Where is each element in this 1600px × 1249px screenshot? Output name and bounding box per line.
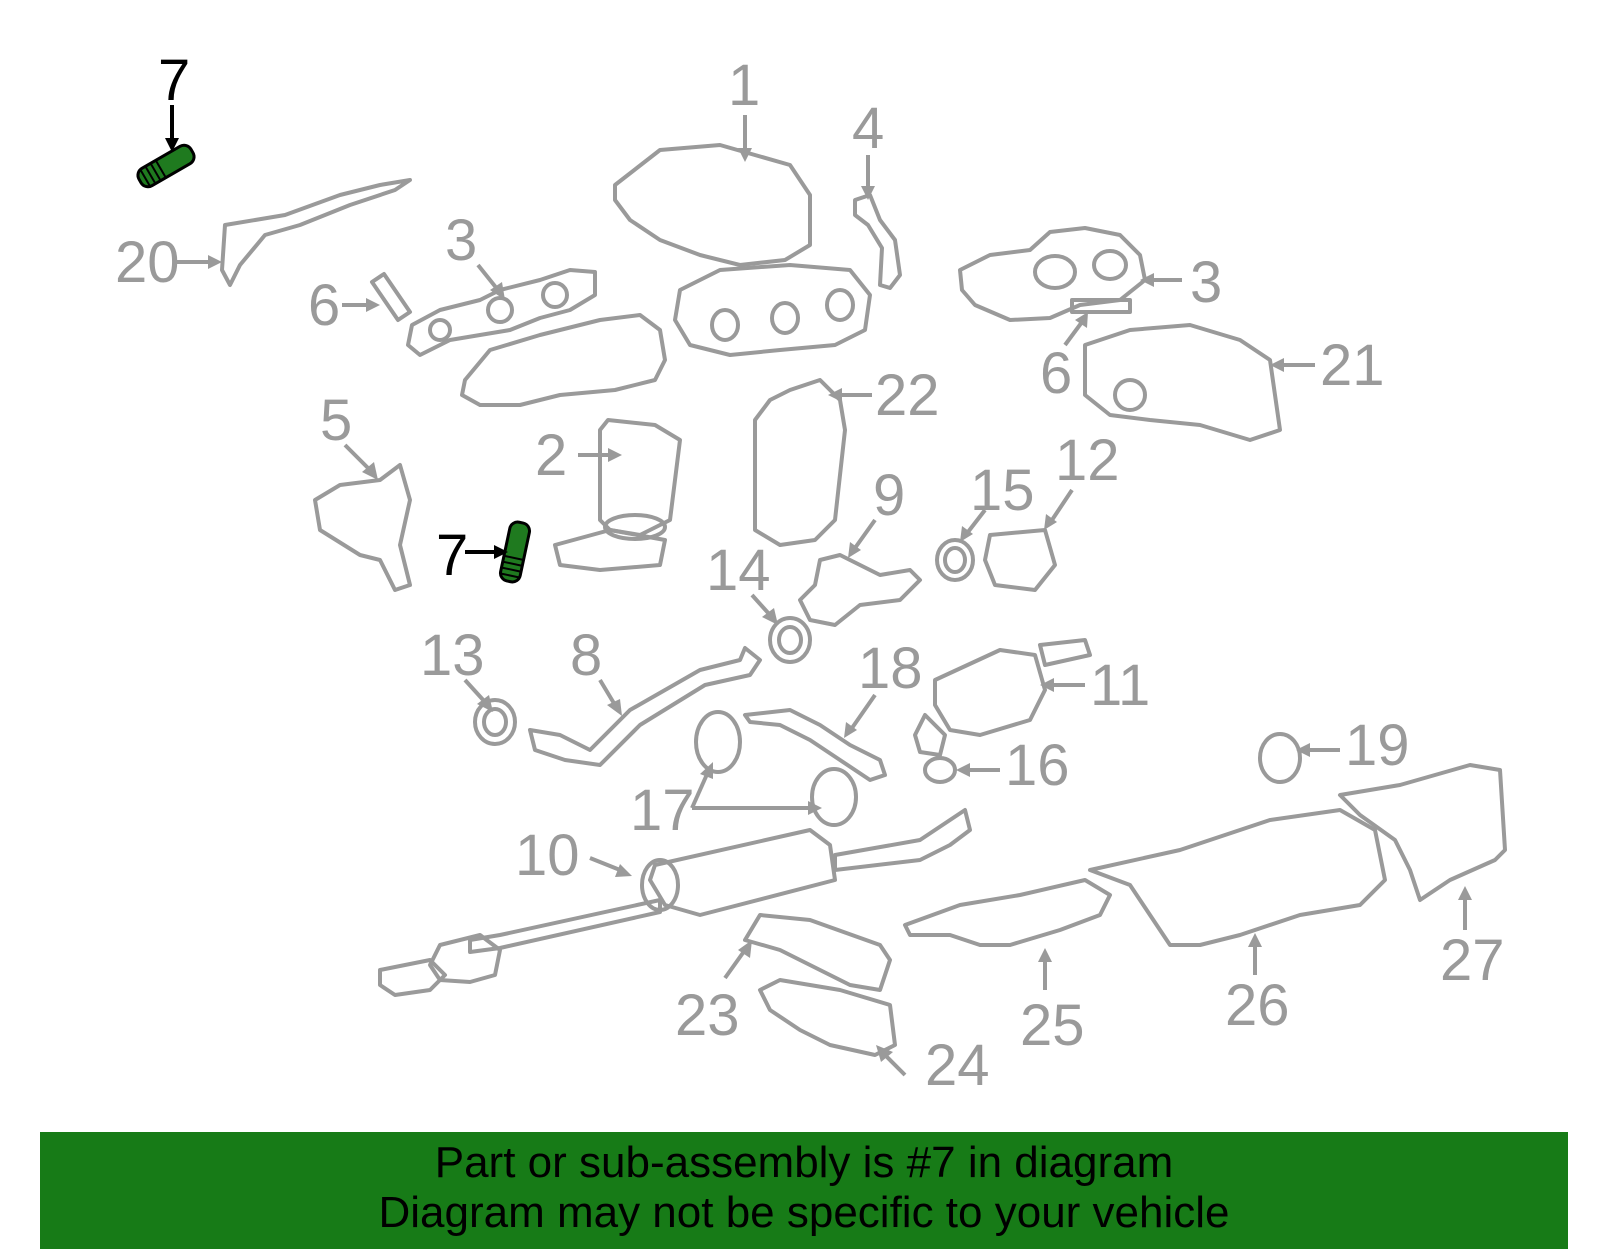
part-14-gasket (768, 616, 812, 664)
callout-24: 24 (925, 1033, 990, 1098)
callout-10: 10 (515, 823, 580, 888)
callout-21: 21 (1320, 333, 1385, 398)
callout-13: 13 (420, 623, 485, 688)
part-17-hanger-upper (694, 710, 742, 774)
part-19-hanger (1258, 732, 1302, 784)
exhaust-parts-diagram: 1 2 3 3 4 5 6 6 7 7 8 9 10 11 12 13 14 1… (115, 48, 1507, 1098)
callout-19: 19 (1345, 713, 1410, 778)
part-13-gasket (473, 698, 517, 746)
callout-3-right: 3 (1190, 250, 1222, 315)
banner-line-2: Diagram may not be specific to your vehi… (378, 1188, 1230, 1237)
callout-5: 5 (320, 388, 352, 453)
callout-23: 23 (675, 983, 740, 1048)
callout-1: 1 (728, 53, 760, 118)
callout-3-left: 3 (445, 208, 477, 273)
callout-26: 26 (1225, 973, 1290, 1038)
part-26-heat-insulator (1088, 808, 1387, 947)
callout-16: 16 (1005, 733, 1070, 798)
part-6-stud-left (370, 272, 412, 322)
part-5-bracket (313, 463, 412, 592)
part-18-sensor (743, 708, 887, 782)
callout-7-lower: 7 (436, 523, 468, 588)
part-20-heat-insulator (220, 178, 412, 287)
callout-20: 20 (115, 230, 180, 295)
callout-2: 2 (535, 423, 567, 488)
part-17-hanger-lower (810, 767, 858, 827)
part-8-front-pipe (528, 646, 762, 767)
part-6-stud-right (1070, 298, 1132, 314)
part-21-heat-insulator (1083, 323, 1282, 442)
callout-4: 4 (852, 96, 884, 161)
callout-22: 22 (875, 363, 940, 428)
part-12-bracket (983, 528, 1057, 592)
part-23-heat-insulator (743, 913, 892, 992)
callout-25: 25 (1020, 993, 1085, 1058)
callout-7-upper: 7 (158, 48, 190, 113)
callout-6-left: 6 (308, 273, 340, 338)
info-banner: Part or sub-assembly is #7 in diagram Di… (40, 1132, 1568, 1249)
part-15-gasket (935, 538, 975, 582)
part-4-bracket (853, 193, 902, 290)
callout-18: 18 (858, 636, 923, 701)
part-1-exhaust-manifold-converter (613, 143, 872, 357)
callout-11: 11 (1090, 653, 1150, 718)
callout-9: 9 (873, 463, 905, 528)
part-3-gasket-left (406, 268, 597, 357)
callout-14: 14 (706, 538, 771, 603)
part-22-converter (753, 378, 847, 547)
part-27-heat-insulator (1338, 763, 1507, 902)
part-7-stud-lower[interactable] (498, 520, 532, 584)
part-7-stud-upper[interactable] (135, 142, 197, 189)
part-11-converter (913, 638, 1092, 757)
part-24-heat-insulator (758, 978, 897, 1057)
part-3-gasket-right (958, 226, 1147, 322)
part-2-exhaust-manifold-converter (460, 313, 682, 572)
leader-lines (165, 105, 1472, 1077)
part-10-tailpipe-muffler (378, 808, 972, 997)
callout-15: 15 (970, 458, 1035, 523)
callout-27: 27 (1440, 928, 1505, 993)
callout-8: 8 (570, 623, 602, 688)
callout-12: 12 (1055, 428, 1120, 493)
callout-6-right: 6 (1040, 341, 1072, 406)
callout-labels: 1 2 3 3 4 5 6 6 7 7 8 9 10 11 12 13 14 1… (115, 48, 1505, 1098)
part-9-flex-pipe (798, 553, 922, 627)
part-16-gasket (923, 756, 957, 784)
callout-17: 17 (630, 778, 695, 843)
banner-line-1: Part or sub-assembly is #7 in diagram (434, 1138, 1174, 1187)
part-25-heat-insulator (903, 878, 1112, 947)
